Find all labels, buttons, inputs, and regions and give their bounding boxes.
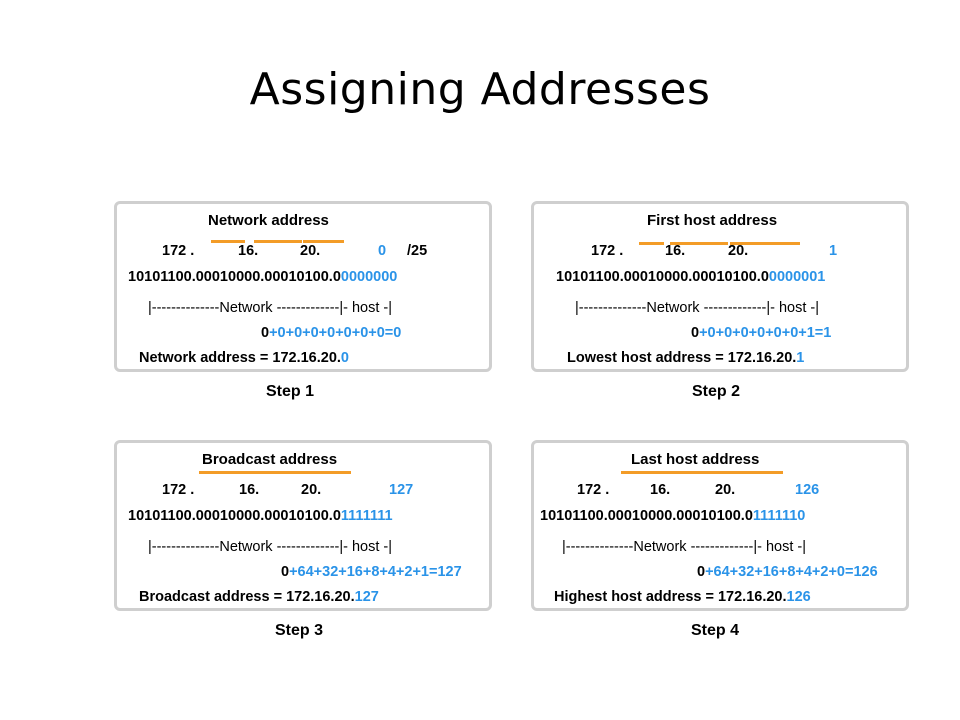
binary-address: 10101100.00010000.00010100.00000000 [128,269,397,285]
octet-underline [211,240,245,243]
octet-4: 1 [829,243,838,259]
binary-host-bits: 1111111 [340,508,393,524]
panel-heading: First host address [647,212,778,229]
result-address: Lowest host address = 172.16.20.1 [567,350,805,366]
host-bit-sum: 0+64+32+16+8+4+2+0=126 [697,564,878,580]
panel-heading: Broadcast address [202,451,338,468]
octet-underline [303,240,344,243]
octet-4: 127 [389,482,414,498]
binary-host-bits: 0000001 [768,269,826,285]
decimal-octets: 172 . 16. 20. 126 [534,482,906,502]
decimal-octets: 172 . 16. 20. 0 /25 [117,243,489,263]
slide-title: Assigning Addresses [249,64,711,115]
octet-2: 16. [239,482,260,498]
binary-network-bits: 10101100.00010000.00010100.0 [540,508,753,524]
binary-host-bits: 0000000 [340,269,398,285]
octet-1: 172 . [577,482,610,498]
binary-host-bits: 1111110 [752,508,806,524]
octet-underline [254,240,302,243]
octet-4: 126 [795,482,820,498]
last-host-panel: Last host address 172 . 16. 20. 126 1010… [531,440,909,611]
network-host-boundary: |--------------Network -------------|- h… [575,300,820,316]
prefix-length: /25 [407,243,428,259]
octet-underline [670,242,728,245]
octet-4: 0 [378,243,387,259]
binary-network-bits: 10101100.00010000.00010100.0 [128,269,341,285]
binary-address: 10101100.00010000.00010100.01111111 [128,508,393,524]
result-address: Network address = 172.16.20.0 [139,350,349,366]
panel-heading: Network address [208,212,329,229]
octet-3: 20. [300,243,321,259]
host-bit-sum: 0+0+0+0+0+0+0+1=1 [691,325,832,341]
octet-1: 172 . [591,243,624,259]
step-2-label: Step 2 [692,383,741,400]
octet-underline [639,242,664,245]
binary-address: 10101100.00010000.00010100.01111110 [540,508,805,524]
result-address: Highest host address = 172.16.20.126 [554,589,811,605]
heading-underline [199,471,351,474]
host-bit-sum: 0+64+32+16+8+4+2+1=127 [281,564,462,580]
network-address-panel: Network address 172 . 16. 20. 0 /25 1010… [114,201,492,372]
binary-address: 10101100.00010000.00010100.00000001 [556,269,825,285]
panel-heading: Last host address [631,451,760,468]
network-host-boundary: |--------------Network -------------|- h… [148,300,393,316]
octet-2: 16. [650,482,671,498]
octet-2: 16. [665,243,686,259]
binary-network-bits: 10101100.00010000.00010100.0 [556,269,769,285]
octet-1: 172 . [162,243,195,259]
network-host-boundary: |--------------Network -------------|- h… [562,539,807,555]
broadcast-address-panel: Broadcast address 172 . 16. 20. 127 1010… [114,440,492,611]
octet-3: 20. [715,482,736,498]
octet-underline [730,242,800,245]
step-1-label: Step 1 [266,383,315,400]
step-3-label: Step 3 [275,622,324,639]
first-host-panel: First host address 172 . 16. 20. 1 10101… [531,201,909,372]
result-address: Broadcast address = 172.16.20.127 [139,589,379,605]
decimal-octets: 172 . 16. 20. 127 [117,482,489,502]
network-host-boundary: |--------------Network -------------|- h… [148,539,393,555]
step-4-label: Step 4 [691,622,740,639]
octet-1: 172 . [162,482,195,498]
binary-network-bits: 10101100.00010000.00010100.0 [128,508,341,524]
octet-3: 20. [301,482,322,498]
heading-underline [621,471,783,474]
decimal-octets: 172 . 16. 20. 1 [534,243,906,263]
host-bit-sum: 0+0+0+0+0+0+0+0=0 [261,325,402,341]
octet-2: 16. [238,243,259,259]
octet-3: 20. [728,243,749,259]
